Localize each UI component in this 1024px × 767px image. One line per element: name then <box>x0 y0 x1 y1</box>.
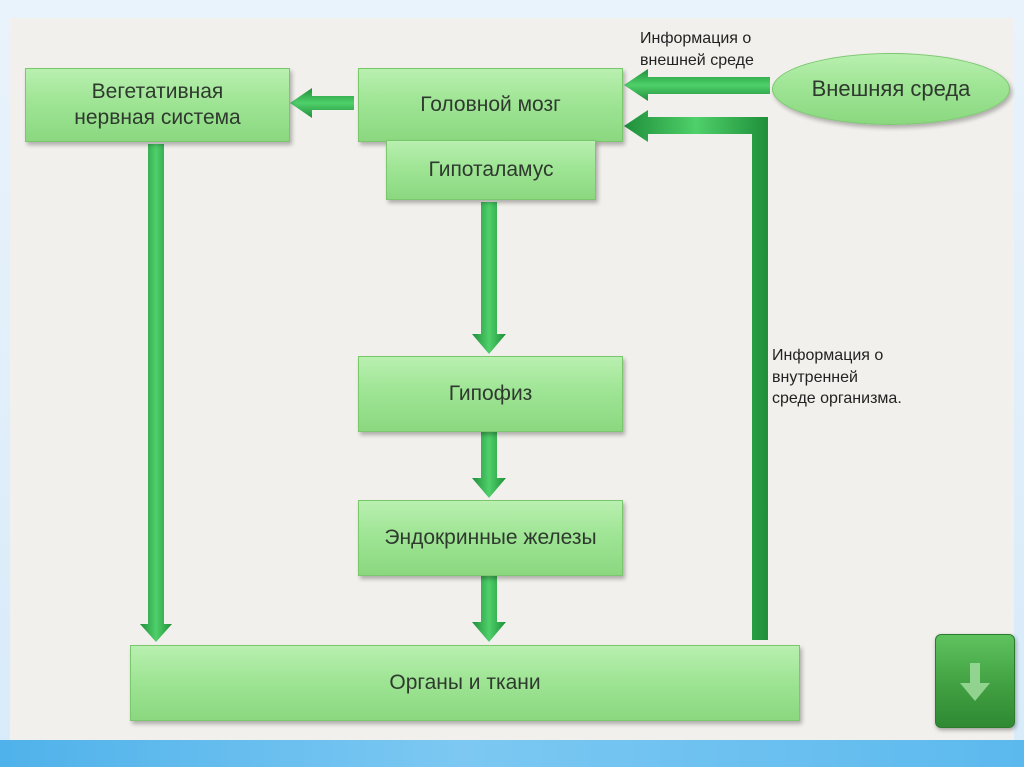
bottom-band <box>0 740 1024 767</box>
arrow-endocrine-to-organs <box>472 574 506 642</box>
internal-info-label: Информация о внутренней среде организма. <box>772 347 902 408</box>
external-environment-node: Внешняя среда <box>772 53 1010 125</box>
arrow-hypothalamus-to-pituitary <box>472 202 506 354</box>
next-slide-button[interactable] <box>935 634 1015 728</box>
organs-and-tissues-node: Органы и ткани <box>130 645 800 721</box>
arrow-pituitary-to-endocrine <box>472 430 506 498</box>
hypothalamus-node: Гипоталамус <box>386 140 596 200</box>
vegetative-nervous-system-node: Вегетативная нервная система <box>25 68 290 142</box>
arrow-vegetative-to-organs <box>140 144 172 642</box>
endocrine-glands-node: Эндокринные железы <box>358 500 623 576</box>
pituitary-node: Гипофиз <box>358 356 623 432</box>
external-info-label: Информация о внешней среде <box>640 30 754 69</box>
arrow-organs-to-brain-feedback <box>624 110 768 640</box>
brain-node: Головной мозг <box>358 68 623 142</box>
arrow-environment-to-brain <box>624 69 770 101</box>
down-arrow-icon <box>960 663 990 701</box>
arrow-brain-to-vegetative <box>290 88 354 118</box>
